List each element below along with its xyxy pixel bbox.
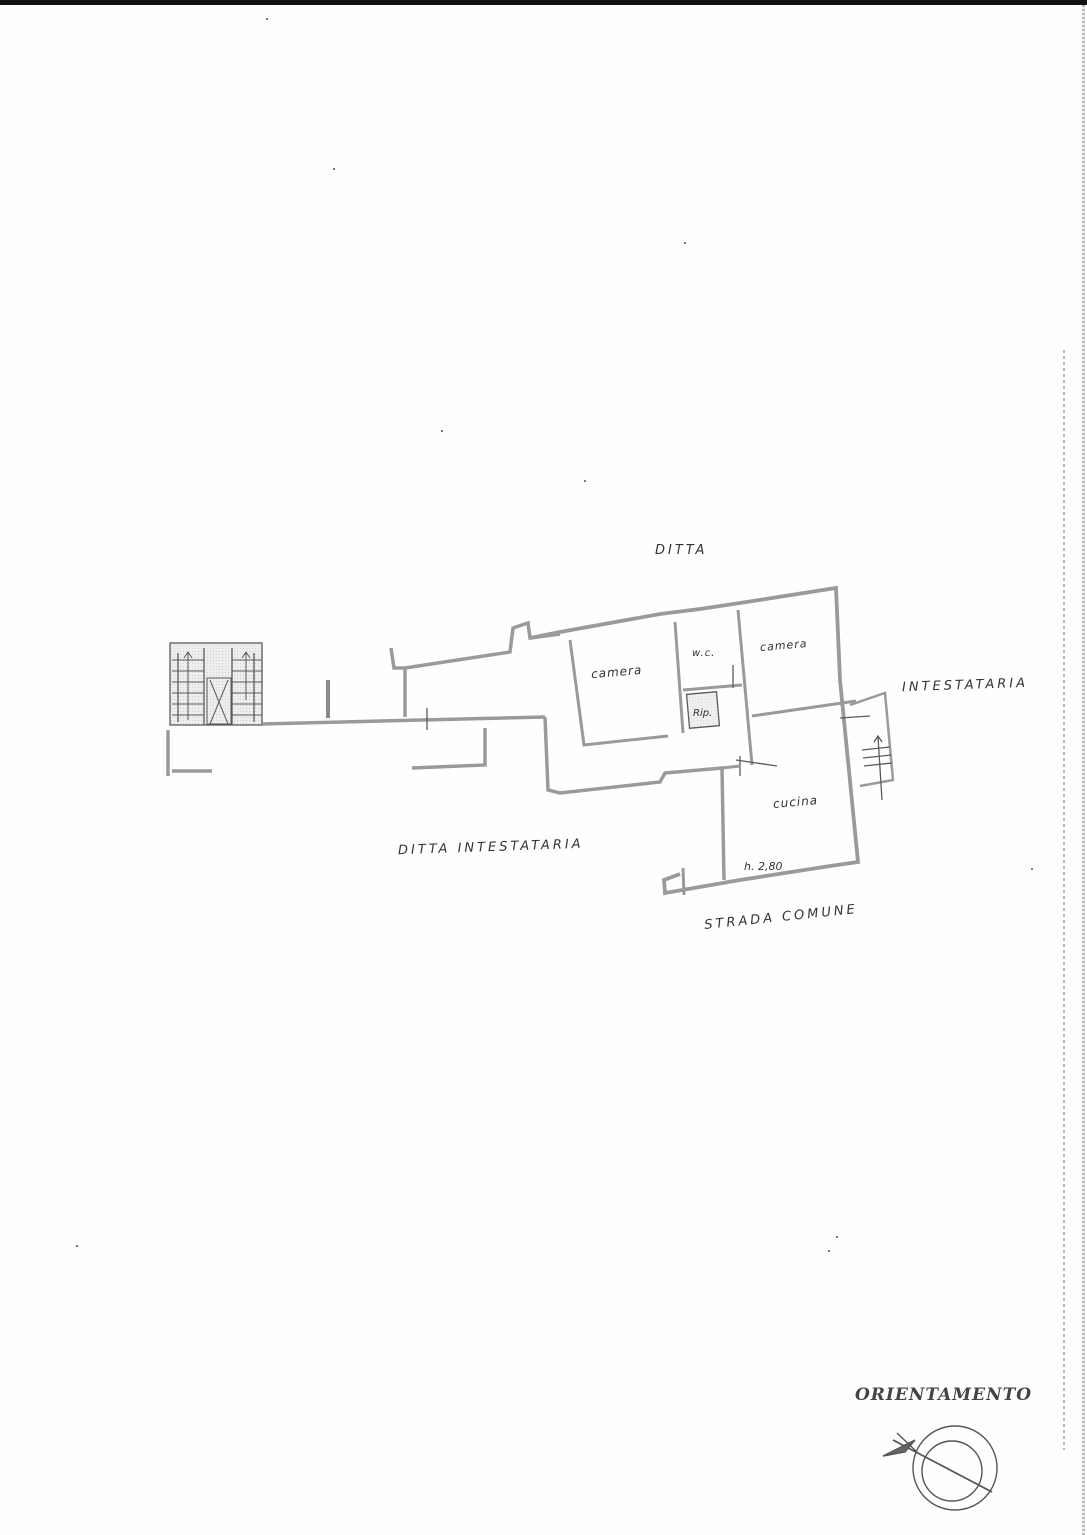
walls <box>166 585 895 896</box>
room-label-ripostiglio: Rip. <box>693 708 713 719</box>
scan-speck <box>266 18 268 20</box>
scan-speck <box>333 168 335 170</box>
scan-speck <box>1031 868 1033 870</box>
compass-icon <box>882 1425 998 1511</box>
scan-margin-line <box>1063 350 1065 1450</box>
scan-speck <box>828 1250 830 1252</box>
height-annotation: h. 2,80 <box>744 860 783 873</box>
scan-speck <box>76 1245 78 1247</box>
scan-speck <box>836 1236 838 1238</box>
scan-speck <box>441 430 443 432</box>
scan-top-border <box>0 0 1087 5</box>
scan-right-edge <box>1082 5 1085 1535</box>
scan-speck <box>684 242 686 244</box>
room-label-wc: w.c. <box>692 648 716 659</box>
label-north-neighbour: DITTA <box>655 543 708 558</box>
orientation-title: ORIENTAMENTO <box>855 1385 1033 1405</box>
scan-speck <box>584 480 586 482</box>
